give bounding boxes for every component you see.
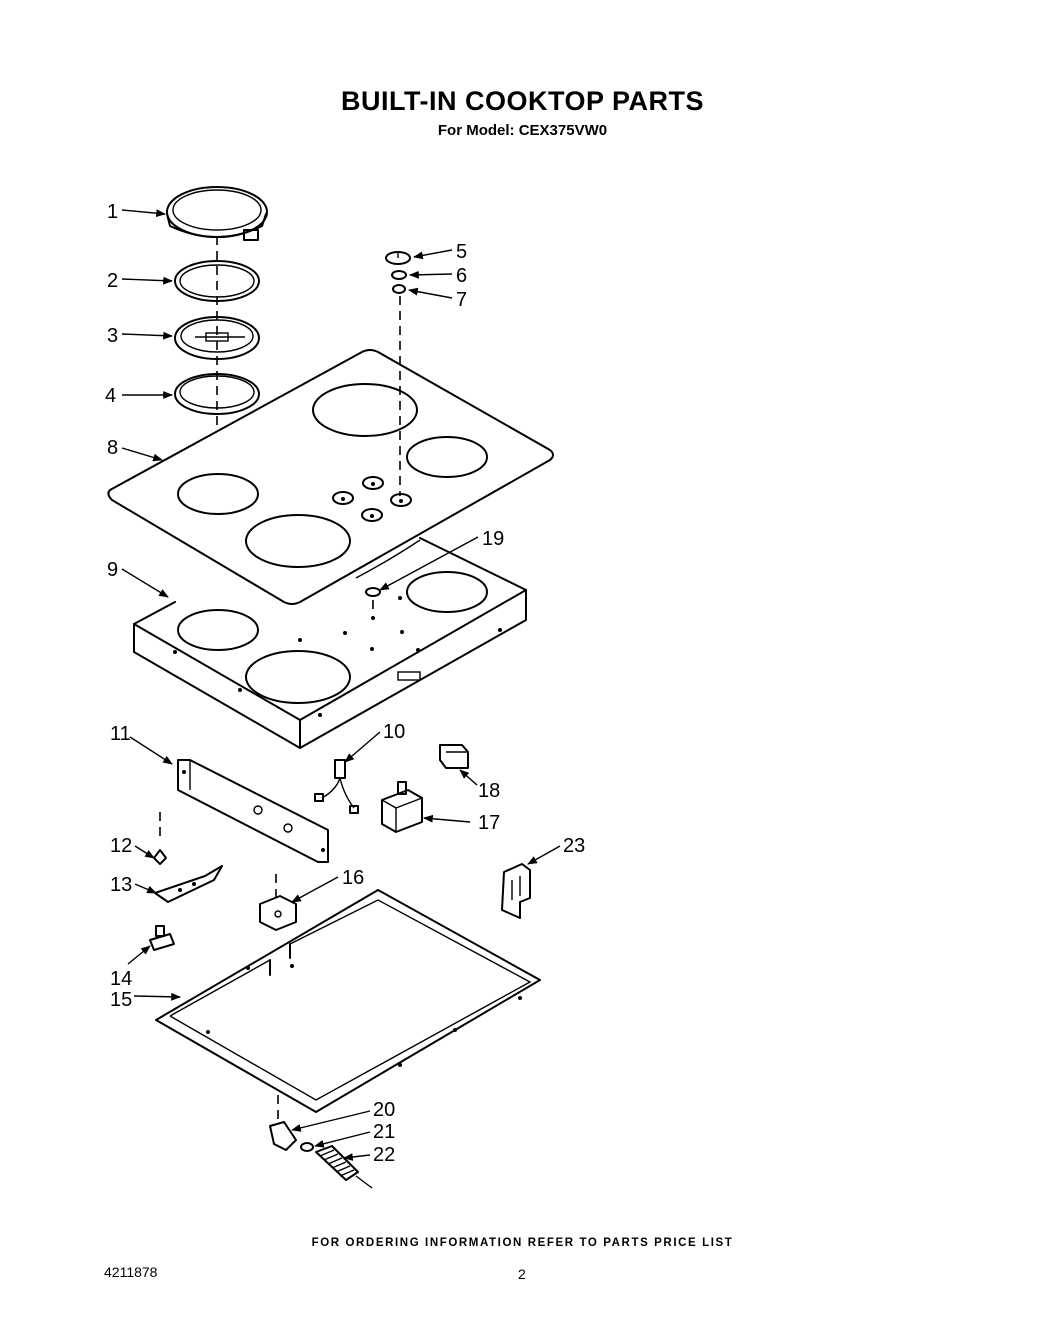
callout-11: 11 xyxy=(110,723,131,745)
part-12-clip xyxy=(153,812,167,865)
callout-22: 22 xyxy=(373,1144,395,1166)
model-subtitle: For Model: CEX375VW0 xyxy=(437,122,608,139)
callout-13: 13 xyxy=(110,874,132,896)
callout-19: 19 xyxy=(482,528,504,550)
part-8-glass-top xyxy=(107,349,554,605)
part-15-bottom-tray xyxy=(155,889,541,1113)
document-number: 4211878 xyxy=(104,1264,158,1280)
callout-17: 17 xyxy=(478,812,500,834)
part-9-burner-box xyxy=(133,537,527,749)
callout-18: 18 xyxy=(478,780,500,802)
part-16-bracket xyxy=(259,874,297,931)
callout-9: 9 xyxy=(107,559,118,581)
part-20-fitting xyxy=(269,1095,297,1151)
part-14-sensor xyxy=(149,925,175,951)
callout-1: 1 xyxy=(107,201,118,223)
part-18-switch xyxy=(439,744,469,769)
callout-12: 12 xyxy=(110,835,132,857)
callout-leaders xyxy=(121,209,561,1161)
part-1-trim-ring xyxy=(166,186,268,241)
part-6-washer xyxy=(391,270,407,280)
part-11-bracket xyxy=(177,759,329,863)
callout-16: 16 xyxy=(342,867,364,889)
callout-14: 14 xyxy=(110,968,132,990)
callout-7: 7 xyxy=(456,289,467,311)
part-3-element xyxy=(174,316,260,360)
callout-4: 4 xyxy=(105,385,116,407)
callout-21: 21 xyxy=(373,1121,395,1143)
part-7-nut xyxy=(392,284,406,294)
callout-15: 15 xyxy=(110,989,132,1011)
callout-23: 23 xyxy=(563,835,585,857)
part-23-bracket xyxy=(501,863,531,919)
part-13-plate xyxy=(154,865,223,903)
ordering-note: FOR ORDERING INFORMATION REFER TO PARTS … xyxy=(311,1237,734,1249)
page-number: 2 xyxy=(518,1266,526,1282)
page-title: BUILT-IN COOKTOP PARTS xyxy=(340,86,704,116)
callout-8: 8 xyxy=(107,437,118,459)
part-10-wire-harness xyxy=(314,759,359,814)
part-5-knob xyxy=(385,251,411,265)
part-17-control xyxy=(381,781,423,833)
callout-6: 6 xyxy=(456,265,467,287)
callout-20: 20 xyxy=(373,1099,395,1121)
callout-5: 5 xyxy=(456,241,467,263)
callout-3: 3 xyxy=(107,325,118,347)
callout-2: 2 xyxy=(107,270,118,292)
part-21-washer xyxy=(300,1142,314,1152)
callout-10: 10 xyxy=(383,721,405,743)
part-22-strain-relief xyxy=(315,1145,373,1189)
